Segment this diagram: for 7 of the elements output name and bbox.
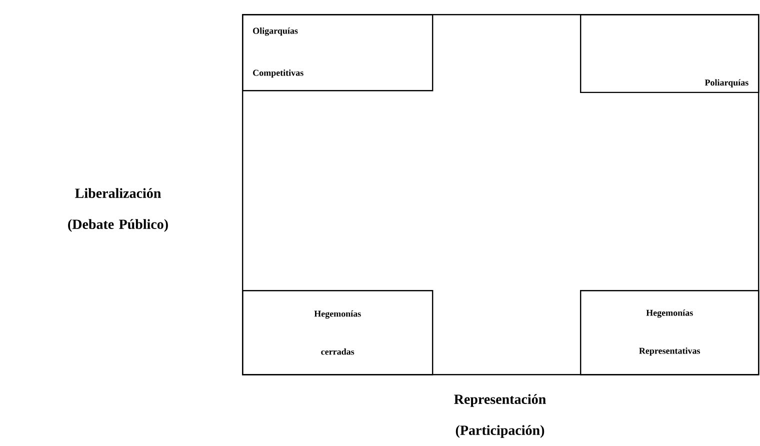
category-box: Hegemonías Representativas bbox=[580, 290, 760, 376]
category-box: Hegemonías cerradas bbox=[242, 290, 434, 376]
category-box: Oligarquías Competitivas bbox=[242, 14, 434, 92]
axis-label: Representación (Participación) bbox=[454, 394, 546, 438]
category-box: Poliarquías bbox=[580, 14, 760, 94]
axis-label: Liberalización (Debate Público) bbox=[68, 188, 168, 232]
frame-box bbox=[242, 14, 760, 376]
